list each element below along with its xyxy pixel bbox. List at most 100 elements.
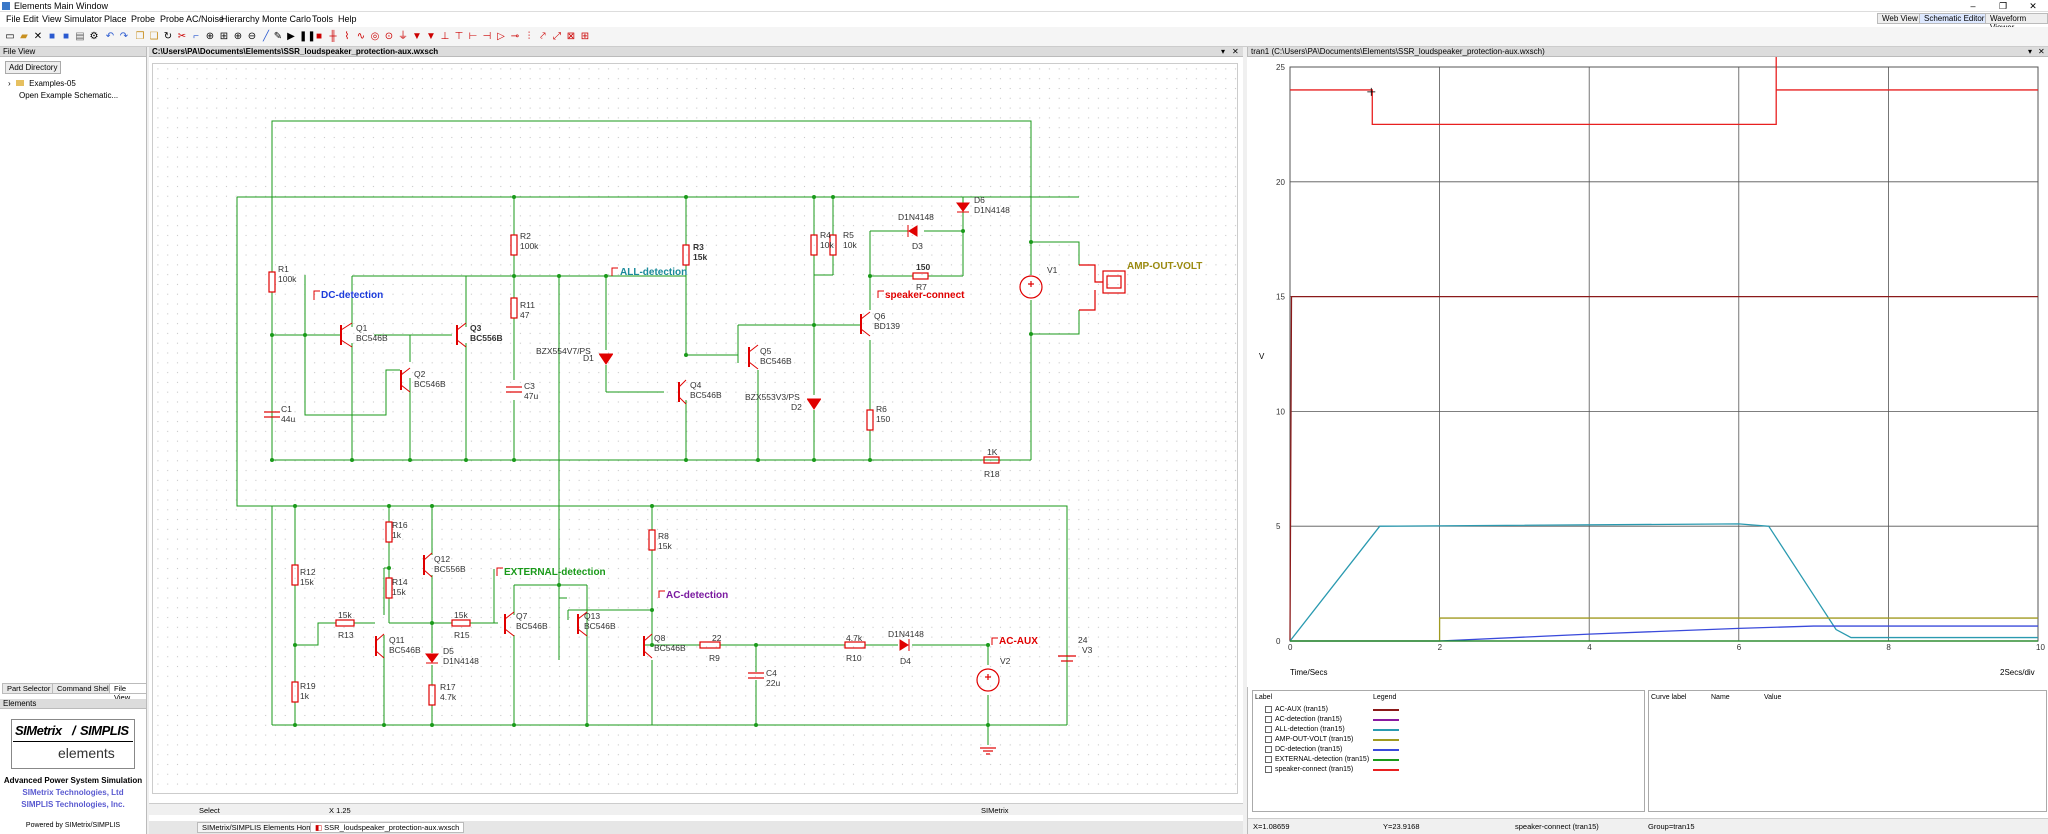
- menu-file[interactable]: File: [6, 14, 21, 24]
- menu-probe[interactable]: Probe: [131, 14, 156, 24]
- inductor-icon[interactable]: ∿: [356, 31, 366, 42]
- probe-voltage-icon[interactable]: ⤤: [540, 31, 546, 42]
- voltage-source-v1[interactable]: [1019, 275, 1043, 299]
- tree-item-examples[interactable]: › Examples-05: [8, 79, 76, 88]
- series-line-0[interactable]: [1289, 295, 2038, 642]
- wire-icon[interactable]: ⌐: [193, 31, 199, 42]
- zoom-box-icon[interactable]: ⊞: [219, 31, 229, 42]
- expand-icon[interactable]: ›: [8, 79, 11, 88]
- scissors-icon[interactable]: ✂: [177, 31, 187, 42]
- zener-icon[interactable]: ▼: [426, 31, 436, 42]
- tab-elements-home[interactable]: SIMetrix/SIMPLIS Elements Home: [197, 822, 322, 833]
- probe-dc-detection[interactable]: DC-detection: [321, 290, 383, 301]
- refresh-icon[interactable]: ↻: [163, 31, 173, 42]
- resistor-r6[interactable]: [866, 409, 874, 431]
- resistor-r19[interactable]: [291, 681, 299, 703]
- capacitor-c4[interactable]: [748, 672, 764, 679]
- schematic-canvas[interactable]: [152, 63, 1238, 794]
- zener-d1[interactable]: [599, 354, 613, 365]
- series-line-6[interactable]: [1290, 57, 2038, 126]
- legend-row[interactable]: EXTERNAL-detection (tran15): [1265, 756, 1635, 763]
- legend-checkbox[interactable]: [1265, 726, 1272, 733]
- resistor-r14[interactable]: [385, 577, 393, 599]
- wave-close-icon[interactable]: ✕: [2038, 47, 2045, 56]
- resistor-r8[interactable]: [648, 529, 656, 551]
- opamp-icon[interactable]: ▷: [497, 31, 505, 42]
- legend-row[interactable]: ALL-detection (tran15): [1265, 726, 1635, 733]
- resistor-r5[interactable]: [829, 234, 837, 256]
- resistor-r11[interactable]: [510, 297, 518, 319]
- probe-external-detection[interactable]: EXTERNAL-detection: [504, 567, 606, 578]
- panel-close-icon[interactable]: ✕: [1232, 47, 1239, 56]
- resistor-r2[interactable]: [510, 234, 518, 256]
- menu-help[interactable]: Help: [338, 14, 357, 24]
- resistor-r12[interactable]: [291, 564, 299, 586]
- transformer-icon[interactable]: ⫶: [527, 31, 531, 42]
- legend-row[interactable]: speaker-connect (tran15): [1265, 766, 1635, 773]
- diode-d4[interactable]: [899, 639, 909, 651]
- stop-icon[interactable]: ■: [315, 31, 323, 42]
- add-directory-button[interactable]: Add Directory: [5, 61, 62, 74]
- menu-place[interactable]: Place: [104, 14, 127, 24]
- redo-icon[interactable]: ↷: [119, 31, 129, 42]
- print-icon[interactable]: ▤: [75, 31, 85, 42]
- nmos-icon[interactable]: ⊢: [468, 31, 478, 42]
- pmos-icon[interactable]: ⊣: [482, 31, 492, 42]
- menu-simulator[interactable]: Simulator: [64, 14, 103, 24]
- diode-d6[interactable]: [956, 202, 970, 212]
- resistor-r1[interactable]: [268, 271, 276, 293]
- zoom-out-icon[interactable]: ⊖: [247, 31, 257, 42]
- probe-all-detection[interactable]: ALL-detection: [620, 267, 687, 278]
- menu-hierarchy[interactable]: Hierarchy: [221, 14, 260, 24]
- diode-d5[interactable]: [425, 653, 439, 663]
- paste-icon[interactable]: ❑: [149, 31, 159, 42]
- probe-amp-out-volt[interactable]: [1102, 270, 1126, 294]
- open-icon[interactable]: ▰: [20, 31, 28, 42]
- legend-checkbox[interactable]: [1265, 736, 1272, 743]
- resistor-r3[interactable]: [682, 244, 690, 266]
- series-line-2[interactable]: [1289, 523, 2038, 642]
- menu-view[interactable]: View: [42, 14, 62, 24]
- legend-row[interactable]: AC-AUX (tran15): [1265, 706, 1635, 713]
- capacitor-icon[interactable]: ╫: [329, 31, 337, 42]
- save-icon[interactable]: ■: [48, 31, 56, 42]
- legend-checkbox[interactable]: [1265, 716, 1272, 723]
- menu-monte-carlo[interactable]: Monte Carlo: [262, 14, 312, 24]
- probe-current-icon[interactable]: ⤢: [553, 31, 561, 42]
- resistor-r13[interactable]: [335, 619, 355, 627]
- settings-icon[interactable]: ⚙: [89, 31, 99, 42]
- resistor-icon[interactable]: ⌇: [344, 31, 350, 42]
- probe-speaker-connect[interactable]: speaker-connect: [885, 290, 965, 301]
- battery-v3[interactable]: [1058, 655, 1076, 662]
- resistor-r9[interactable]: [699, 641, 721, 649]
- capacitor-c3[interactable]: [506, 386, 522, 393]
- capacitor-c1[interactable]: [264, 411, 280, 418]
- resistor-r7[interactable]: [912, 272, 929, 280]
- menu-probe-ac-noise[interactable]: Probe AC/Noise: [160, 14, 225, 24]
- save-all-icon[interactable]: ■: [62, 31, 70, 42]
- new-icon[interactable]: ▭: [5, 31, 15, 42]
- wave-dropdown-icon[interactable]: ▾: [2028, 47, 2033, 56]
- switch-icon[interactable]: ⊸: [510, 31, 520, 42]
- menu-tools[interactable]: Tools: [312, 14, 334, 24]
- legend-row[interactable]: AC-detection (tran15): [1265, 716, 1635, 723]
- cut-icon[interactable]: ✕: [33, 31, 43, 42]
- legend-checkbox[interactable]: [1265, 756, 1272, 763]
- current-source-icon[interactable]: ⊙: [384, 31, 394, 42]
- maximize-button[interactable]: ❐: [1998, 1, 2008, 11]
- probe-ac-detection[interactable]: AC-detection: [666, 590, 728, 601]
- legend-checkbox[interactable]: [1265, 706, 1272, 713]
- resistor-r15[interactable]: [451, 619, 471, 627]
- tab-schematic-file[interactable]: ◧ SSR_loudspeaker_protection-aux.wxsch: [310, 822, 465, 833]
- legend-row[interactable]: DC-detection (tran15): [1265, 746, 1635, 753]
- probe-icon[interactable]: ╱: [262, 31, 270, 42]
- npn-icon[interactable]: ⊥: [440, 31, 450, 42]
- pause-icon[interactable]: ❚❚: [299, 31, 316, 42]
- ground-icon[interactable]: ⏚: [398, 31, 408, 42]
- probe-ac-aux[interactable]: AC-AUX: [999, 636, 1038, 647]
- legend-checkbox[interactable]: [1265, 746, 1272, 753]
- resistor-r16[interactable]: [385, 521, 393, 543]
- resistor-r18[interactable]: [983, 456, 1000, 464]
- probe-power-icon[interactable]: ⊞: [580, 31, 590, 42]
